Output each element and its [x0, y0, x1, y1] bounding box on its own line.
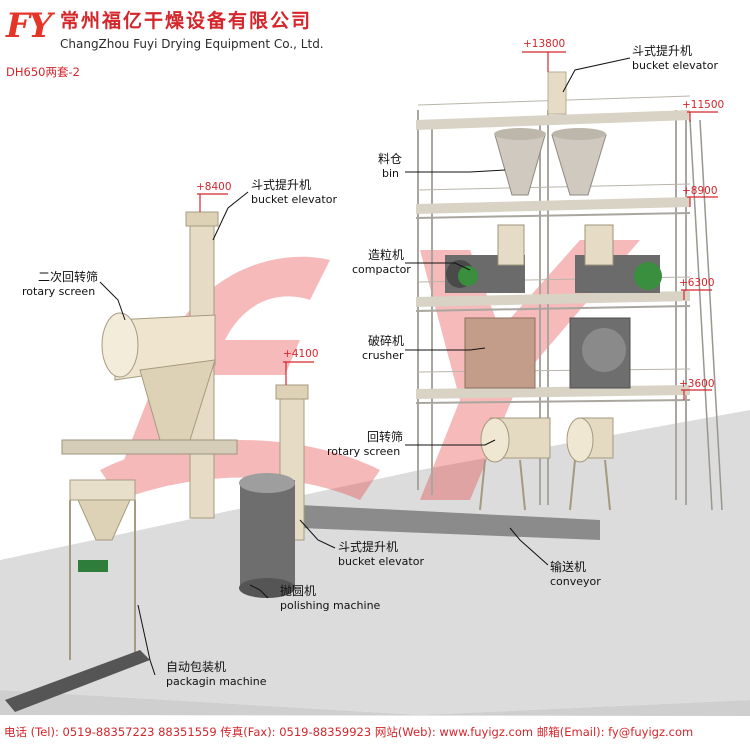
- access-ladder: [689, 119, 723, 511]
- elevation-13800: +13800: [523, 38, 566, 50]
- top-elevator-head: [547, 71, 567, 115]
- packing-conveyor: [5, 650, 150, 712]
- screen-platform: [61, 439, 238, 455]
- elevation-8400: +8400: [196, 181, 232, 193]
- company-logo: FY: [6, 6, 52, 46]
- belt-conveyor: [300, 505, 600, 540]
- contact-footer: 电话 (Tel): 0519-88357223 88351559 传真(Fax)…: [4, 725, 694, 739]
- label-bucket-elevator-mid: 斗式提升机 bucket elevator: [338, 540, 424, 568]
- company-name-cn: 常州福亿干燥设备有限公司: [60, 10, 313, 32]
- company-name-en: ChangZhou Fuyi Drying Equipment Co., Ltd…: [60, 37, 324, 51]
- crushers: [464, 317, 631, 389]
- packing-machine: [5, 479, 150, 712]
- model-number: DH650两套-2: [6, 65, 80, 79]
- label-polishing-machine: 抛圆机 polishing machine: [280, 584, 381, 612]
- floor: [0, 410, 750, 715]
- label-bucket-elevator-left: 斗式提升机 bucket elevator: [251, 178, 337, 206]
- floor-edge: [0, 690, 750, 716]
- label-bin: 料仓 bin: [378, 152, 403, 180]
- elevation-ticks: [197, 51, 718, 400]
- label-rotary-screen-left: 二次回转筛 rotary screen: [22, 270, 99, 298]
- label-compactor: 造粒机 compactor: [352, 248, 411, 276]
- elevation-11500: +11500: [682, 99, 725, 111]
- elevation-6300: +6300: [679, 277, 715, 289]
- elevation-3600: +3600: [679, 378, 715, 390]
- second-rotary-screen: [101, 312, 216, 441]
- label-crusher: 破碎机 crusher: [362, 334, 405, 362]
- label-bucket-elevator-top: 斗式提升机 bucket elevator: [632, 44, 718, 72]
- label-conveyor: 输送机 conveyor: [550, 560, 601, 588]
- label-rotary-screen-right: 回转筛 rotary screen: [327, 430, 404, 458]
- leader-lines: [99, 57, 631, 676]
- bins: [494, 128, 607, 196]
- compactors: [445, 224, 662, 293]
- elevation-8900: +8900: [682, 185, 718, 197]
- elevation-4100: +4100: [283, 348, 319, 360]
- label-packing-machine: 自动包装机 packagin machine: [166, 660, 267, 688]
- polishing-drum: [239, 473, 295, 598]
